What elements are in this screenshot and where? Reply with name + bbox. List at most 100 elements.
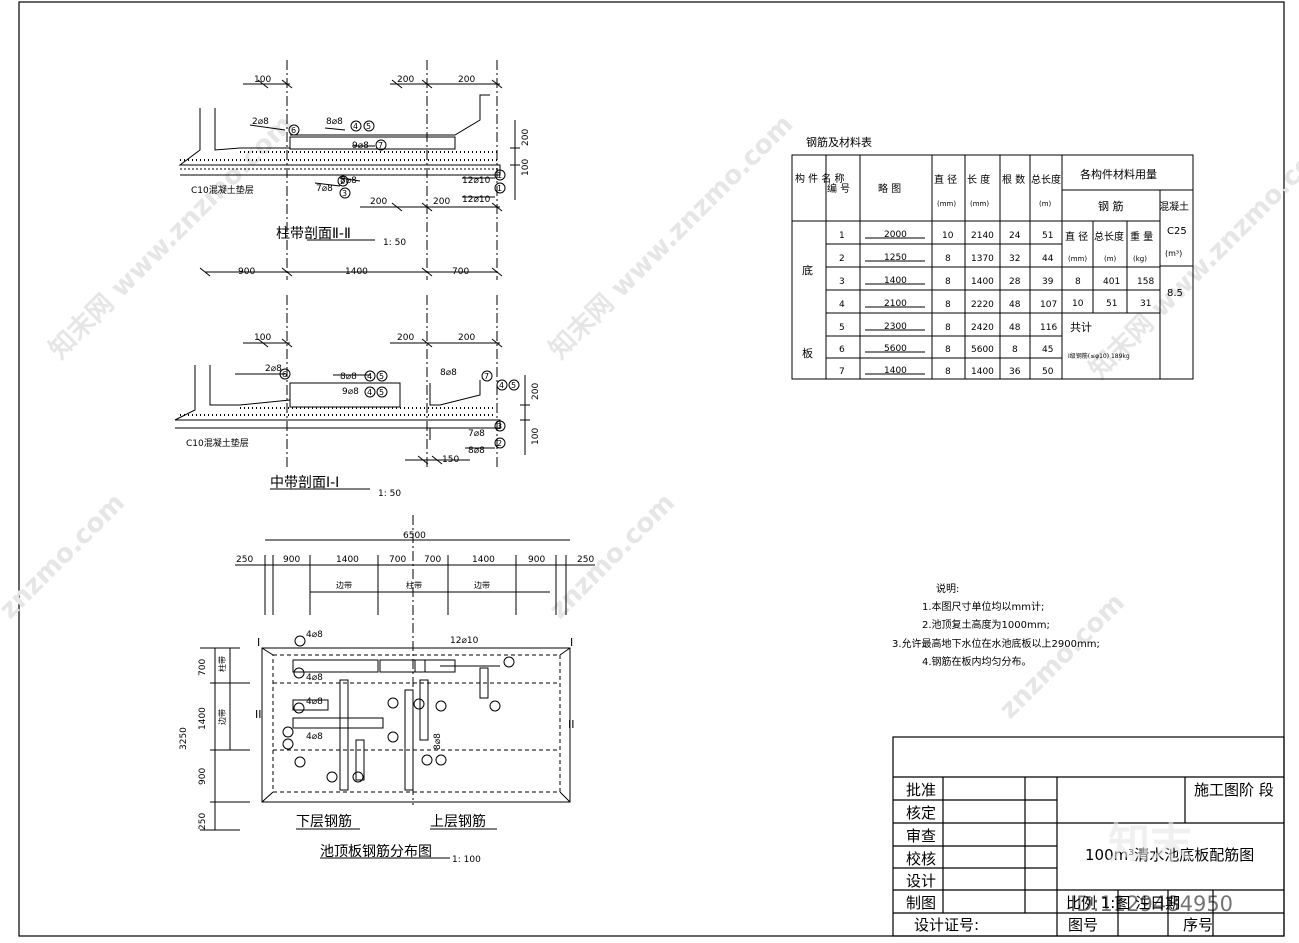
cell-total: 116 xyxy=(1040,323,1057,333)
notes-block: 说明: 1.本图尺寸单位均以mm计; 2.池顶复土高度为1000mm; 3.允许… xyxy=(892,582,1100,668)
circle-num: 4 xyxy=(499,381,504,390)
th-sub-dia: 直 径 xyxy=(1065,230,1088,243)
cell-total: 39 xyxy=(1042,277,1054,287)
sum-label: 共计 xyxy=(1070,321,1092,334)
cell-no: 6 xyxy=(839,345,845,355)
usage-dia: 10 xyxy=(1072,299,1084,309)
logo-watermark: 知末 xyxy=(1108,819,1192,868)
plan-dim: 250 xyxy=(236,555,253,565)
cell-no: 7 xyxy=(839,367,845,377)
section-scale: 1: 50 xyxy=(378,489,401,499)
section-title: 柱带剖面Ⅱ-Ⅱ xyxy=(276,226,351,242)
rebar-label: 8⌀8 xyxy=(468,446,485,456)
rebar-label: 4⌀8 xyxy=(306,732,323,742)
circle-num: 5 xyxy=(511,381,516,390)
plan-dim-v: 250 xyxy=(198,813,208,830)
plan-drawing xyxy=(200,515,595,859)
rebar-label: 4⌀8 xyxy=(306,697,323,707)
bottom-text: 比例 1:图 注日期 xyxy=(1066,894,1180,912)
circle-num: 4 xyxy=(353,122,358,131)
circle-num: 1 xyxy=(497,184,502,193)
plan-dim: 250 xyxy=(577,555,594,565)
rebar-label: 8⌀8 xyxy=(340,176,357,186)
th-usage: 各构件材料用量 xyxy=(1080,167,1157,181)
cell-no: 5 xyxy=(839,323,845,333)
rebar-label: 9⌀8 xyxy=(352,141,369,151)
role-label: 批准 xyxy=(906,781,936,799)
plan-lower-label: 下层钢筋 xyxy=(296,813,352,830)
circle-num: 3 xyxy=(342,189,347,198)
cell-total: 44 xyxy=(1042,254,1054,264)
plan-scale: 1: 100 xyxy=(452,855,481,865)
note-item: 1.本图尺寸单位均以mm计; xyxy=(922,600,1044,613)
cell-dia: 10 xyxy=(942,231,954,241)
circle-num: 5 xyxy=(379,372,384,381)
section-1-labels: 100 200 200 2⌀8 8⌀8 9⌀8 8⌀8 7⌀8 8⌀8 6 4 … xyxy=(186,333,541,499)
cell-sketch: 1400 xyxy=(884,276,907,286)
cell-dia: 8 xyxy=(945,277,951,287)
band-label-v: 柱带 xyxy=(217,656,227,672)
plan-dim-v: 700 xyxy=(198,659,208,676)
cell-dia: 8 xyxy=(945,345,951,355)
circle-num: 2 xyxy=(340,177,345,186)
band-label: 柱带 xyxy=(406,580,422,590)
rebar-label-v: 8⌀8 xyxy=(433,733,443,750)
th-dia: 直 径 xyxy=(934,173,957,186)
cell-len: 2220 xyxy=(971,300,994,310)
rebar-label: 8⌀8 xyxy=(440,368,457,378)
cushion-label: C10混凝土垫层 xyxy=(191,184,254,196)
th-sketch: 略 图 xyxy=(878,182,901,195)
dim-text: 200 xyxy=(458,333,475,343)
th-member: 构 件 名 称 xyxy=(795,172,845,185)
rebar-label: 12⌀10 xyxy=(462,176,491,186)
rebar-label: 8⌀8 xyxy=(340,372,357,382)
cell-len: 1370 xyxy=(971,254,994,264)
cell-sketch: 2300 xyxy=(884,322,907,332)
th-sub-dia-unit: (mm) xyxy=(1068,255,1087,263)
cut-label: I xyxy=(570,636,573,649)
circle-num: 4 xyxy=(367,372,372,381)
th-len: 长 度 xyxy=(967,173,990,186)
cell-dia: 8 xyxy=(945,323,951,333)
plan-total-dim: 6500 xyxy=(403,531,426,541)
cell-no: 1 xyxy=(839,231,845,241)
role-label: 校核 xyxy=(906,850,936,868)
circle-num: 5 xyxy=(379,388,384,397)
th-count: 根 数 xyxy=(1002,173,1025,186)
cell-len: 2420 xyxy=(971,323,994,333)
sheet-border xyxy=(18,1,1285,937)
cell-dia: 8 xyxy=(945,254,951,264)
plan-dim-v: 900 xyxy=(198,768,208,785)
rebar-label: 2⌀8 xyxy=(252,117,269,127)
plan-title: 池顶板钢筋分布图 xyxy=(320,843,432,860)
th-steel: 钢 筋 xyxy=(1098,199,1124,213)
rebar-label: 4⌀8 xyxy=(306,630,323,640)
dim-text: 100 xyxy=(531,428,541,445)
cell-total: 45 xyxy=(1042,345,1053,355)
th-concrete: 混凝土 xyxy=(1159,200,1189,213)
usage-len: 51 xyxy=(1106,299,1117,309)
usage-wt: 158 xyxy=(1137,277,1154,287)
span-dim: 900 xyxy=(238,267,255,277)
span-dim: 1400 xyxy=(345,267,368,277)
plan-dim: 700 xyxy=(424,555,441,565)
section-2-labels: 100 200 200 2⌀8 8⌀8 9⌀8 7⌀8 8⌀8 12⌀10 12… xyxy=(191,75,531,277)
circle-num: 7 xyxy=(378,141,383,150)
circle-num: 3 xyxy=(497,422,502,431)
rebar-label: 4⌀8 xyxy=(306,673,323,683)
rebar-label: 8⌀8 xyxy=(326,117,343,127)
cell-sketch: 2100 xyxy=(884,299,907,309)
plan-upper-label: 上层钢筋 xyxy=(430,813,486,830)
plan-dim: 1400 xyxy=(336,555,359,565)
dim-text: 200 xyxy=(531,383,541,400)
cell-no: 4 xyxy=(839,300,845,310)
table-caption: 钢筋及材料表 xyxy=(806,135,872,149)
role-label: 核定 xyxy=(906,804,936,822)
cell-dia: 8 xyxy=(945,300,951,310)
rebar-label: 7⌀8 xyxy=(468,429,485,439)
dim-text: 100 xyxy=(521,159,531,176)
rebar-label: 2⌀8 xyxy=(265,364,282,374)
cell-dia: 8 xyxy=(945,367,951,377)
dim-text: 100 xyxy=(254,75,271,85)
